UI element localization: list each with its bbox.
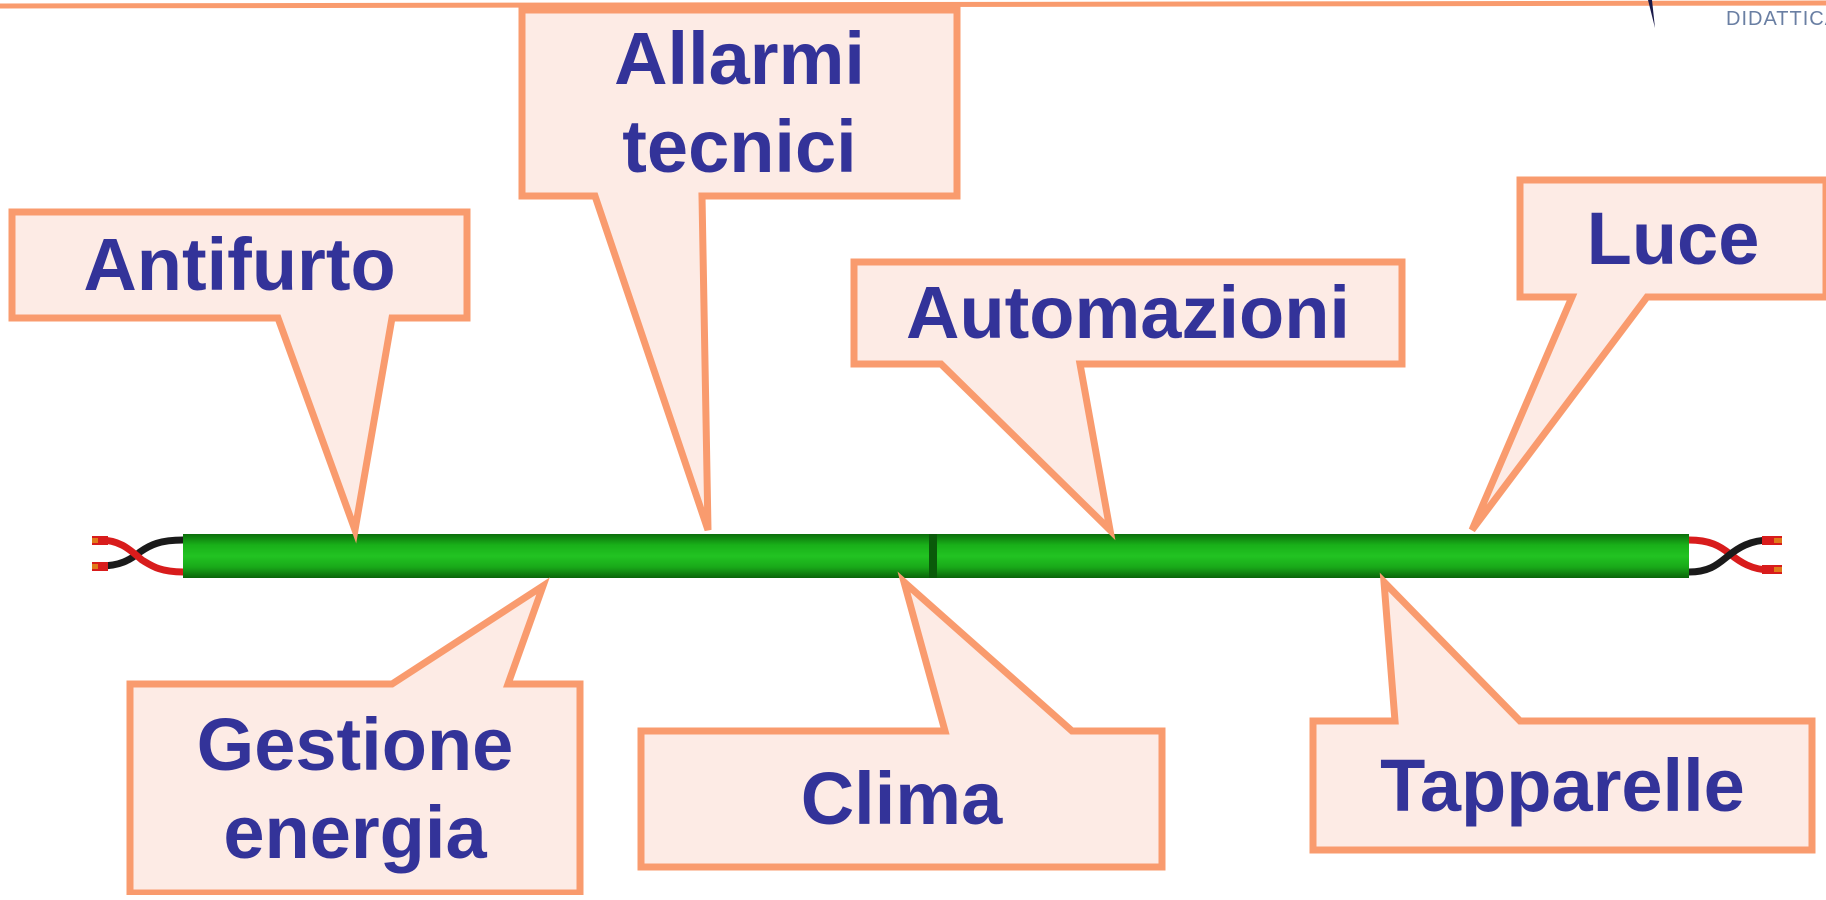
callout-tapparelle-shape <box>1309 572 1816 854</box>
label-clima: Clima <box>800 757 1003 840</box>
callout-clima-shape <box>637 571 1166 871</box>
logo-text: DIDATTICA <box>1726 8 1826 30</box>
label-allarmi-tecnici: Allarmi tecnici <box>614 17 865 188</box>
bus-cable <box>183 534 1689 578</box>
callout-luce-shape <box>1468 176 1826 533</box>
top-rule <box>0 0 1826 9</box>
callout-gestione-energia-shape <box>126 577 584 897</box>
callout-automazioni-shape <box>850 258 1406 541</box>
right-wire-ends <box>1688 536 1782 576</box>
callout-antifurto-shape <box>8 208 471 544</box>
label-antifurto: Antifurto <box>83 223 396 306</box>
callout-allarmi-tecnici-shape <box>518 6 961 532</box>
label-luce: Luce <box>1586 196 1760 280</box>
label-automazioni: Automazioni <box>906 271 1350 354</box>
label-gestione-energia: Gestione energia <box>196 703 514 874</box>
logo-mark-icon <box>1648 0 1655 28</box>
label-tapparelle: Tapparelle <box>1380 743 1745 827</box>
left-wire-ends <box>92 536 184 576</box>
